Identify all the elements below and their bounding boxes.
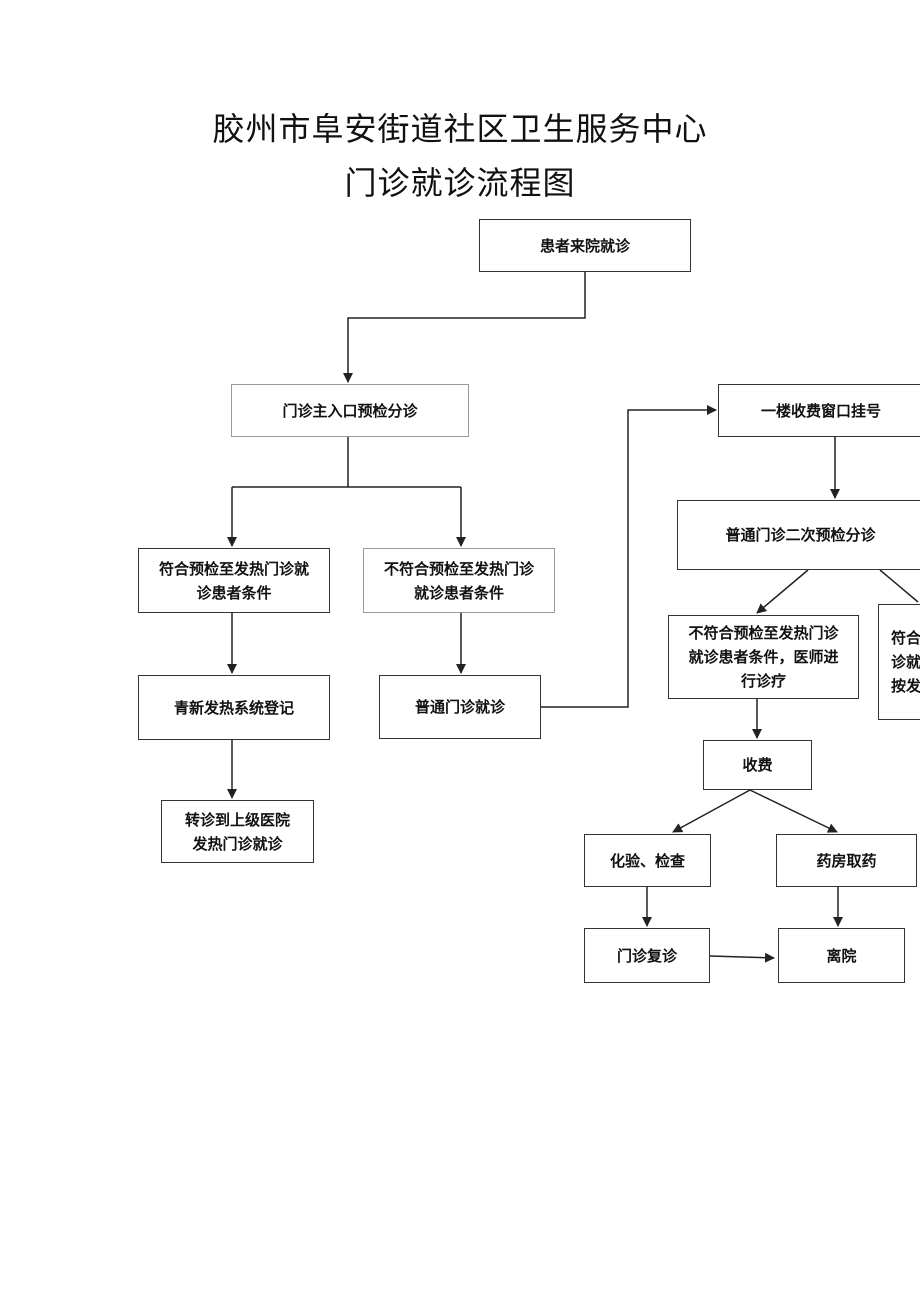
page-title: 胶州市阜安街道社区卫生服务中心 (212, 110, 708, 148)
node-pharmacy: 药房取药 (776, 834, 917, 887)
line-triage-split (232, 437, 461, 488)
node-second-no: 不符合预检至发热门诊 就诊患者条件，医师进 行诊疗 (668, 615, 859, 699)
node-arrive: 患者来院就诊 (479, 219, 691, 272)
node-second-yes: 符合 诊就 按发 (878, 604, 920, 720)
node-register-fever: 青新发热系统登记 (138, 675, 330, 740)
node-revisit: 门诊复诊 (584, 928, 710, 983)
arrow-to-lab (672, 789, 751, 833)
node-leave: 离院 (778, 928, 905, 983)
node-cashier-register: 一楼收费窗口挂号 (718, 384, 920, 437)
node-lab: 化验、检查 (584, 834, 711, 887)
arrow-arrive-to-triage (343, 272, 586, 383)
line-to-second-yes (879, 569, 919, 603)
arrow-revisit-to-leave (709, 952, 775, 963)
node-transfer: 转诊到上级医院 发热门诊就诊 (161, 800, 314, 863)
node-fever-yes: 符合预检至发热门诊就 诊患者条件 (138, 548, 330, 613)
node-second-triage: 普通门诊二次预检分诊 (677, 500, 920, 570)
node-general-clinic: 普通门诊就诊 (379, 675, 541, 739)
arrow-to-second-no (756, 569, 809, 614)
arrow-to-pharmacy (749, 789, 838, 833)
node-fever-no: 不符合预检至发热门诊 就诊患者条件 (363, 548, 555, 613)
arrow-to-cashier-register (540, 405, 717, 708)
page-subtitle: 门诊就诊流程图 (344, 164, 576, 202)
node-triage: 门诊主入口预检分诊 (231, 384, 469, 437)
node-payment: 收费 (703, 740, 812, 790)
